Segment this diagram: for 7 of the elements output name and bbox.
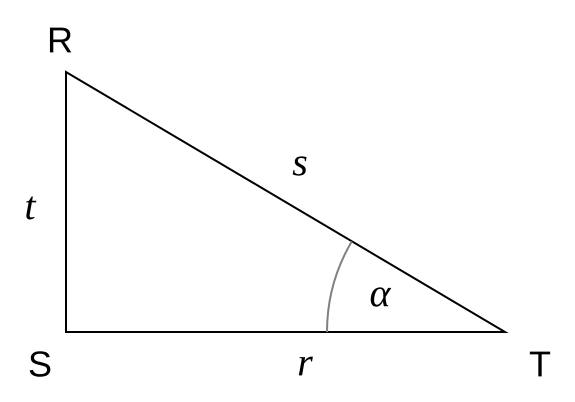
vertex-label: S (30, 351, 50, 377)
side-label: t (26, 196, 36, 220)
side-label: r (298, 356, 313, 376)
vertex-label: R (50, 28, 72, 52)
vertex-label: T (530, 352, 550, 376)
angle-label: α (370, 287, 392, 307)
side-label: s (292, 156, 307, 176)
